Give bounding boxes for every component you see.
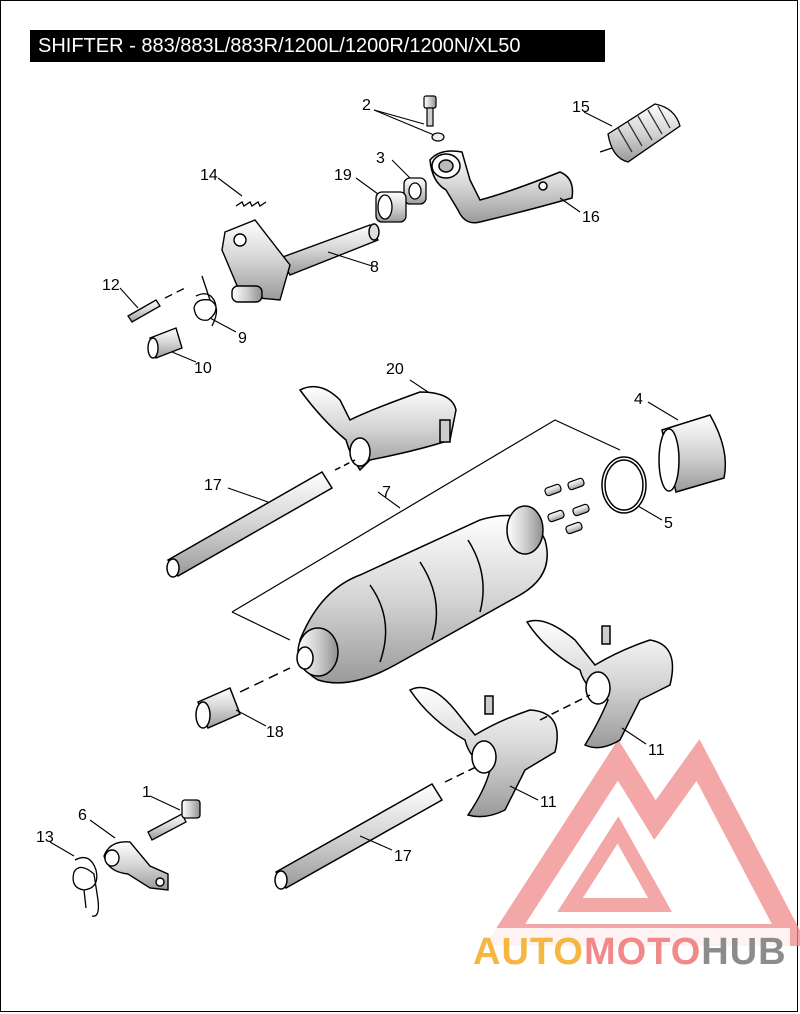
part-14-spring [235,201,267,207]
part-20-shift-fork [298,385,457,472]
part-5-retaining-ring [601,456,647,514]
callout-labels: 1 2 3 4 5 6 7 8 9 10 11 11 12 13 14 15 1… [36,97,673,865]
part-2-screw [423,95,445,142]
callout-7: 7 [382,484,391,501]
part-6-detent-arm [103,841,169,891]
watermark-logo [484,739,800,946]
callout-12: 12 [102,277,120,294]
callout-13: 13 [36,829,54,846]
callout-3: 3 [376,150,385,167]
svg-text:AUTOMOTOHUB: AUTOMOTOHUB [473,931,787,973]
callout-17-a: 17 [204,477,222,494]
callout-9: 9 [238,330,247,347]
part-8-shift-shaft [221,219,380,303]
part-18-bushing [195,667,291,730]
callout-6: 6 [78,807,87,824]
page-title: SHIFTER - 883/883L/883R/1200L/1200R/1200… [30,30,605,62]
watermark-auto: AUTO [473,931,584,973]
part-1-bolt [147,799,201,841]
callout-2: 2 [362,97,371,114]
part-10-bushing [147,327,183,359]
callout-16: 16 [582,209,600,226]
callout-11-b: 11 [648,742,665,759]
watermark-text: AUTOMOTOHUB [470,928,790,973]
part-11-shift-fork-right [525,619,674,749]
part-16-shift-lever [429,150,574,224]
callout-10: 10 [194,360,212,377]
part-13-spring [72,856,100,917]
watermark-hub: HUB [701,931,786,973]
watermark-moto: MOTO [584,931,701,973]
part-12-pin [127,287,186,323]
callout-18: 18 [266,724,284,741]
callout-14: 14 [200,167,218,184]
callout-5: 5 [664,515,673,532]
part-17-fork-shaft-lower [274,694,591,890]
callout-17-b: 17 [394,848,412,865]
callout-20: 20 [386,361,404,378]
part-7-shift-drum [296,505,548,684]
part-7-pins [544,477,590,535]
part-11-shift-fork-left [408,686,558,818]
callout-19: 19 [334,167,352,184]
part-17-fork-shaft-upper [166,459,356,578]
part-7-bracket [231,419,621,641]
callout-4: 4 [634,391,643,408]
part-3-bearing [403,177,427,205]
callout-1: 1 [142,784,151,801]
part-4-bearing [658,414,727,493]
callout-15: 15 [572,99,590,116]
callout-11-a: 11 [540,794,557,811]
part-19-bearing [375,191,407,223]
part-15-footpeg-rubber [599,103,681,163]
part-9-spring [193,275,218,327]
leader-lines [49,109,679,857]
callout-8: 8 [370,259,379,276]
